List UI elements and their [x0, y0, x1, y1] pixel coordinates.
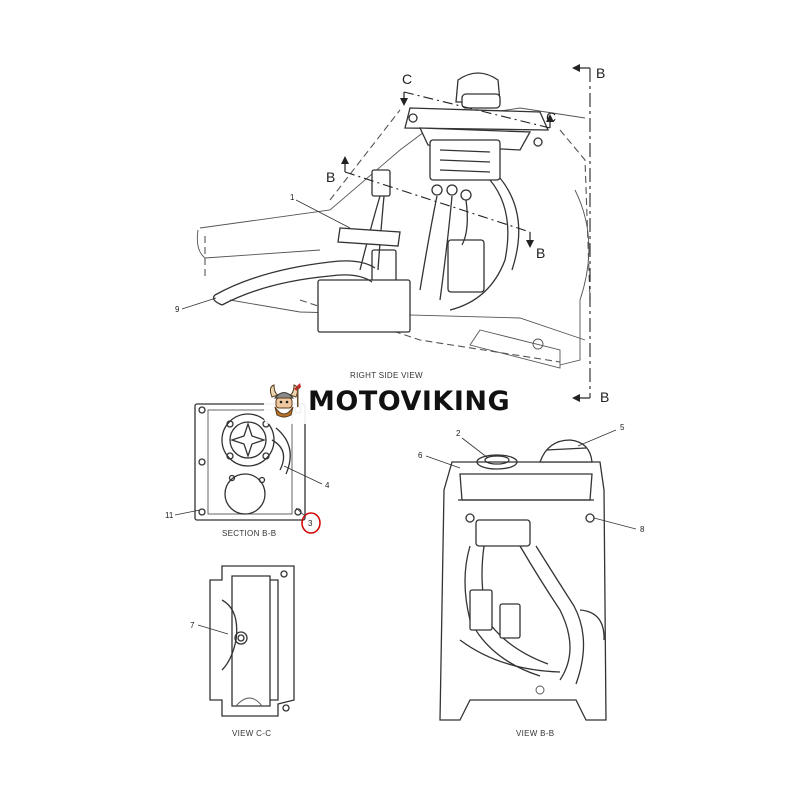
- viking-mascot-icon: [269, 383, 301, 418]
- callout-11: 11: [165, 511, 174, 520]
- right-side-view: B B C C B B 1 9 RIGHT SIDE VIEW: [175, 64, 609, 405]
- callout-2: 2: [456, 429, 461, 438]
- section-bb: 11 4 3 SECTION B-B: [165, 403, 330, 538]
- brand-name: MOTOVIKING: [308, 385, 511, 417]
- callout-6: 6: [418, 451, 423, 460]
- callout-4: 4: [325, 481, 330, 490]
- callout-8: 8: [640, 525, 645, 534]
- caption-view-cc: VIEW C-C: [232, 729, 271, 738]
- view-bb: 2 5 6 8 VIEW B-B: [418, 423, 645, 738]
- section-marker-b-right-top: B: [596, 65, 605, 81]
- callout-5: 5: [620, 423, 625, 432]
- view-cc: 7 VIEW C-C: [190, 565, 295, 738]
- motoviking-watermark: MOTOVIKING: [264, 378, 536, 424]
- callout-1: 1: [290, 193, 295, 202]
- caption-section-bb: SECTION B-B: [222, 529, 276, 538]
- callout-3: 3: [308, 519, 313, 528]
- highlight-circle-callout-3: [301, 512, 321, 534]
- caption-right-side-view: RIGHT SIDE VIEW: [350, 371, 423, 380]
- callout-9: 9: [175, 305, 180, 314]
- section-marker-b-right-bottom: B: [600, 389, 609, 405]
- section-marker-c-right: C: [546, 109, 556, 125]
- callout-7: 7: [190, 621, 195, 630]
- section-marker-b-lower: B: [536, 245, 545, 261]
- section-marker-c-left: C: [402, 71, 412, 87]
- section-marker-b-left: B: [326, 169, 335, 185]
- caption-view-bb: VIEW B-B: [516, 729, 554, 738]
